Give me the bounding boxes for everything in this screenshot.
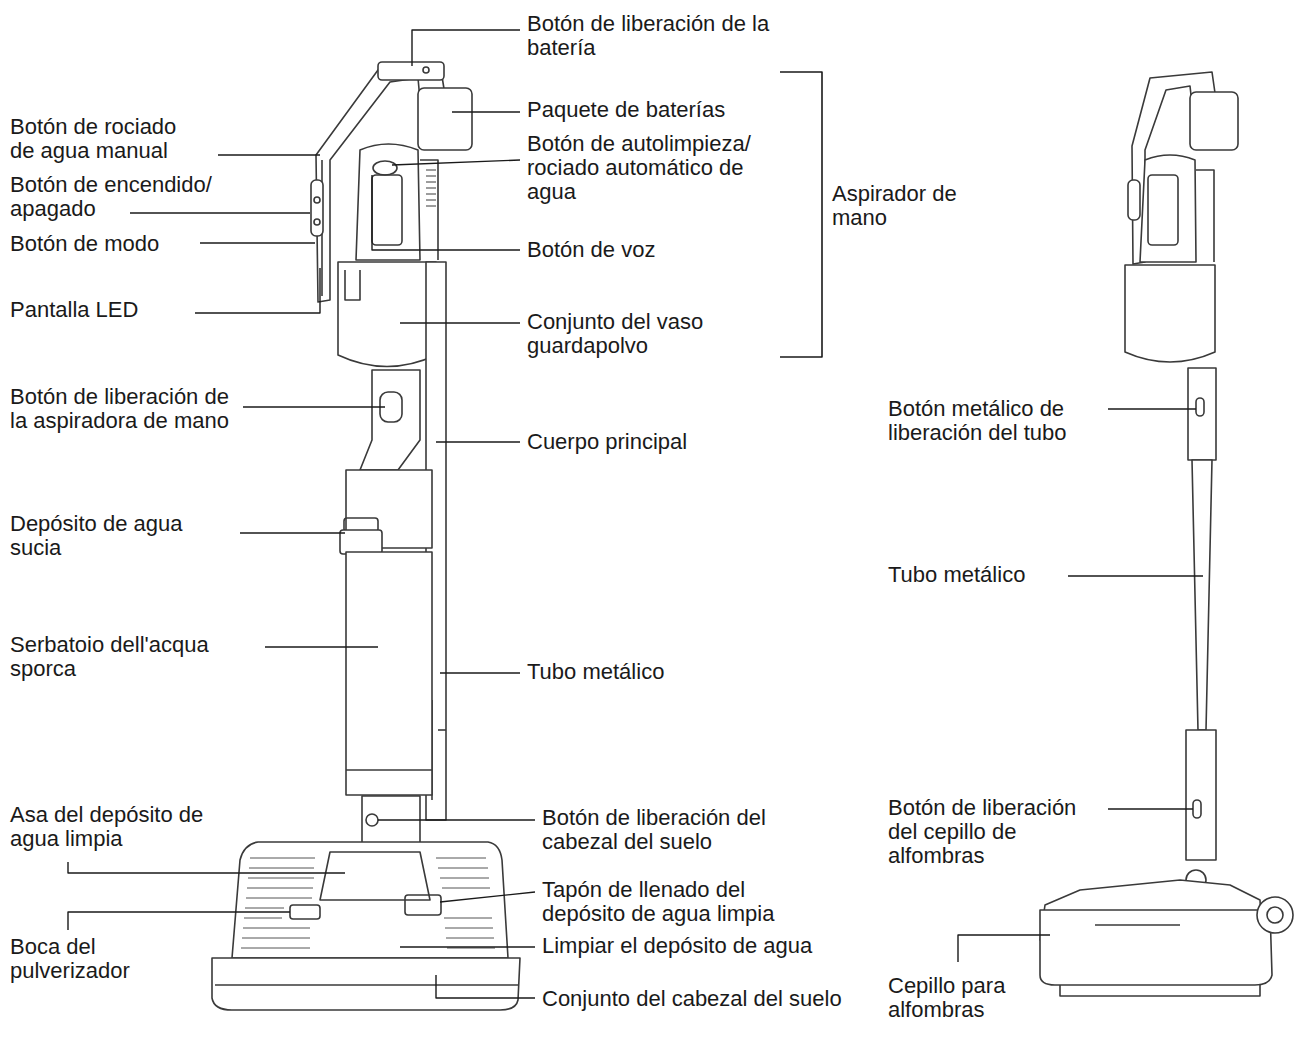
part-label: Botón de liberación de la aspiradora de … xyxy=(10,385,235,433)
part-label: Depósito de agua sucia xyxy=(10,512,220,560)
part-label: Aspirador de mano xyxy=(832,182,992,230)
part-label: Botón metálico de liberación del tubo xyxy=(888,397,1113,445)
part-label: Botón de voz xyxy=(527,238,747,262)
part-label: Botón de liberación de la batería xyxy=(527,12,772,60)
part-label: Asa del depósito de agua limpia xyxy=(10,803,245,851)
part-label: Tapón de llenado del depósito de agua li… xyxy=(542,878,802,926)
part-label: Botón de liberación del cepillo de alfom… xyxy=(888,796,1103,868)
part-label: Tubo metálico xyxy=(888,563,1088,587)
part-label: Botón de liberación del cabezal del suel… xyxy=(542,806,812,854)
part-label: Boca del pulverizador xyxy=(10,935,180,983)
part-label: Botón de modo xyxy=(10,232,230,256)
part-label: Botón de rociado de agua manual xyxy=(10,115,205,163)
wet-dry-vacuum xyxy=(212,62,520,1010)
part-label: Tubo metálico xyxy=(527,660,747,684)
part-label: Botón de autolimpieza/ rociado automátic… xyxy=(527,132,789,204)
leader-lines xyxy=(68,30,1203,998)
group-bracket xyxy=(780,72,822,357)
part-label: Serbatoio dell'acqua sporca xyxy=(10,633,240,681)
part-label: Cuerpo principal xyxy=(527,430,767,454)
part-label: Cepillo para alfombras xyxy=(888,974,1058,1022)
part-label: Pantalla LED xyxy=(10,298,210,322)
part-label: Conjunto del cabezal del suelo xyxy=(542,987,842,1011)
part-label: Botón de encendido/ apagado xyxy=(10,173,225,221)
stick-vacuum xyxy=(1040,72,1293,996)
part-label: Paquete de baterías xyxy=(527,98,787,122)
part-label: Conjunto del vaso guardapolvo xyxy=(527,310,747,358)
part-label: Limpiar el depósito de agua xyxy=(542,934,872,958)
